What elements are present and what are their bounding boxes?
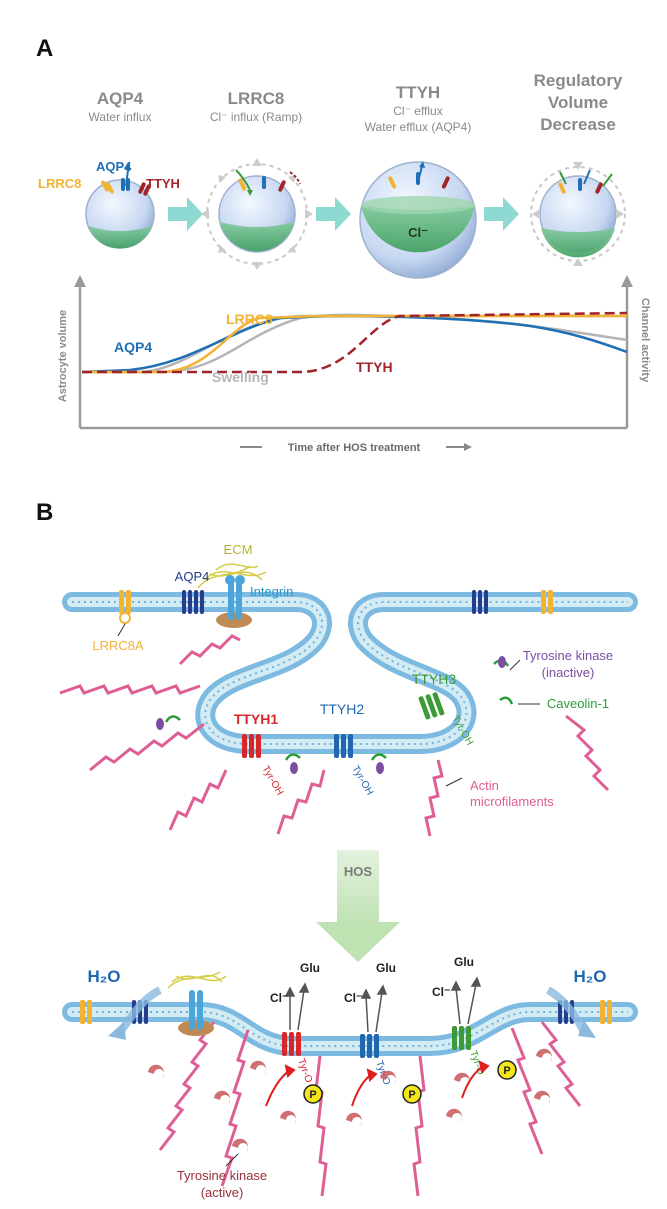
- cell-stage-1: [85, 164, 155, 249]
- p-label-1: P: [309, 1089, 316, 1101]
- water-arrow-right: [545, 986, 596, 1038]
- curve-aqp4: [81, 314, 628, 374]
- ecm-fibers-bottom: [167, 971, 227, 989]
- tyr-oh-ttyh1: Tyr-OH: [259, 764, 285, 797]
- curve-ttyh: [82, 311, 628, 374]
- actin-label: Actin: [470, 778, 499, 793]
- lrrc8a-channel-top: [119, 590, 131, 624]
- curve-lrrc8: [82, 314, 627, 374]
- p-label-2: P: [408, 1089, 415, 1101]
- stage-title-rvd-1: Regulatory: [534, 71, 623, 90]
- integrin-label: Integrin: [250, 584, 293, 599]
- aqp4-channel-right: [472, 590, 488, 614]
- aqp4-channel-top: [182, 590, 204, 614]
- tyr-oh-ttyh2: Tyr-OH: [349, 764, 375, 797]
- ttyh2-channel-bottom: [360, 1034, 379, 1058]
- lrrc8a-channel-bottom: [80, 1000, 612, 1024]
- inactive-label: (inactive): [542, 665, 595, 680]
- phospho-markers: [303, 1060, 517, 1104]
- cell-label-cl: Cl⁻: [408, 225, 428, 240]
- channel-activity-graph: LRRC8 AQP4 Swelling TTYH Astrocyte volum…: [57, 275, 651, 454]
- ttyh1-channel: [242, 734, 261, 758]
- stage-arrow-1: [168, 197, 203, 231]
- ttyh1-channel-bottom: [282, 1032, 301, 1056]
- cell-label-ttyh: TTYH: [146, 176, 180, 191]
- water-arrow-left: [108, 986, 162, 1040]
- glu-label-2: Glu: [376, 961, 396, 975]
- cell-label-lrrc8: LRRC8: [38, 176, 81, 191]
- ecm-fibers: [197, 563, 267, 589]
- microfilaments-label: microfilaments: [470, 794, 554, 809]
- efflux-arrows: [284, 976, 482, 1033]
- hos-arrow: [316, 850, 400, 962]
- actin-filaments-bottom: [158, 1021, 582, 1197]
- y-left-label: Astrocyte volume: [57, 310, 69, 402]
- cl-label-2: Cl⁻: [344, 991, 362, 1005]
- ttyh3-label: TTYH3: [412, 671, 457, 687]
- caveolin-label: Caveolin-1: [547, 696, 609, 711]
- cell-label-aqp4: AQP4: [96, 159, 132, 174]
- glu-label-3: Glu: [454, 955, 474, 969]
- h2o-label-right: H₂O: [573, 967, 606, 986]
- lrrc8a-label: LRRC8A: [92, 638, 144, 653]
- tyrosine-kinase-label-top: Tyrosine kinase: [523, 648, 613, 663]
- stage-title-lrrc8: LRRC8: [228, 89, 285, 108]
- stage-title-rvd-2: Volume: [548, 93, 608, 112]
- h2o-label-left: H₂O: [87, 967, 120, 986]
- tyr-o-ttyh1: Tyr-O: [295, 1057, 314, 1084]
- x-axis-label: Time after HOS treatment: [288, 442, 421, 454]
- integrin-bottom: [178, 990, 214, 1036]
- stage-title-aqp4: AQP4: [97, 89, 144, 108]
- tyrosine-kinase-label-bottom: Tyrosine kinase: [177, 1168, 267, 1183]
- stage-sub-lrrc8: Cl⁻ influx (Ramp): [210, 110, 302, 124]
- hos-label: HOS: [344, 864, 373, 879]
- lrrc8a-channel-right: [541, 590, 553, 614]
- stage-title-rvd-3: Decrease: [540, 115, 616, 134]
- ttyh1-label: TTYH1: [234, 711, 279, 727]
- stage-headings: AQP4 Water influx LRRC8 Cl⁻ influx (Ramp…: [89, 71, 623, 134]
- cell-stage-3: [359, 161, 477, 279]
- curve-label-ttyh: TTYH: [356, 359, 393, 375]
- curve-label-lrrc8: LRRC8: [226, 311, 273, 327]
- panel-a-label: A: [36, 35, 53, 62]
- cl-label-1: Cl⁻: [270, 991, 288, 1005]
- aqp4-label-top: AQP4: [175, 569, 210, 584]
- active-kinases: [148, 1048, 552, 1152]
- membrane-bottom: [62, 1002, 638, 1056]
- stage-sub1-ttyh: Cl⁻ efflux: [393, 104, 442, 118]
- ttyh3-channel: [418, 692, 445, 720]
- ttyh2-channel: [334, 734, 353, 758]
- curve-label-aqp4: AQP4: [114, 339, 152, 355]
- p-label-3: P: [503, 1065, 510, 1077]
- ttyh3-channel-bottom: [452, 1026, 471, 1050]
- stage-arrow-2: [316, 197, 351, 231]
- phosphorylation-arrows: [265, 1060, 490, 1107]
- ttyh2-label: TTYH2: [320, 701, 365, 717]
- cell-stage-2: [201, 158, 313, 270]
- active-label: (active): [201, 1185, 244, 1200]
- cell-stage-4: [530, 162, 626, 266]
- stage-sub-aqp4: Water influx: [89, 110, 152, 124]
- curve-label-swelling: Swelling: [212, 369, 269, 385]
- stage-arrow-3: [484, 197, 519, 231]
- integrin: [216, 575, 252, 628]
- actin-filaments-top: [59, 634, 610, 837]
- caveolin-kinase-marks-top: [156, 656, 514, 774]
- glu-label-1: Glu: [300, 961, 320, 975]
- y-right-label: Channel activity: [639, 298, 651, 383]
- panel-b-label: B: [36, 499, 53, 526]
- ecm-label: ECM: [224, 542, 253, 557]
- cl-label-3: Cl⁻: [432, 985, 450, 999]
- stage-sub2-ttyh: Water efflux (AQP4): [365, 120, 472, 134]
- stage-title-ttyh: TTYH: [396, 83, 440, 102]
